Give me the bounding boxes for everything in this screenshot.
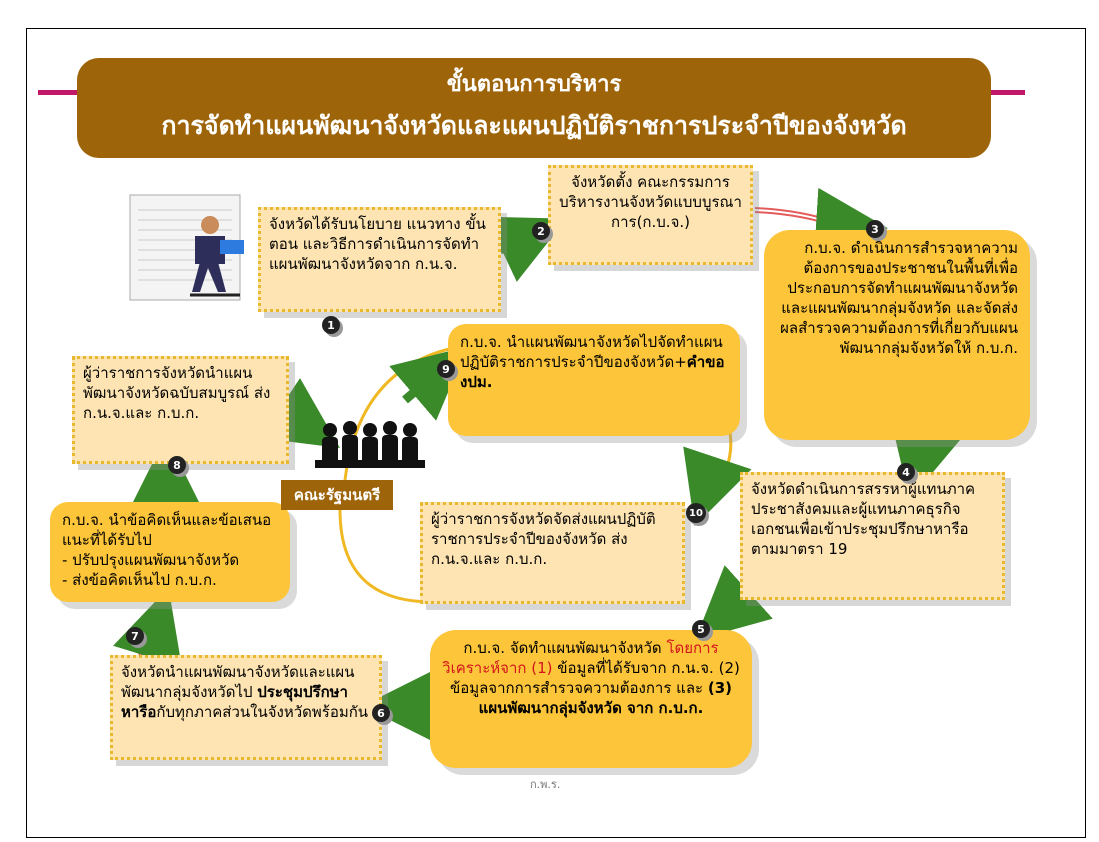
step-4-box: จังหวัดดำเนินการสรรหาผู้แทนภาคประชาสังคม… (740, 472, 1005, 600)
arrow-4-5 (695, 565, 773, 641)
step-1-badge: 1 (322, 316, 340, 334)
accent-line-right (985, 90, 1025, 95)
footer-label: ก.พ.ร. (530, 778, 561, 791)
step-10-badge: 10 (686, 503, 706, 523)
arrow-9-10 (683, 446, 752, 527)
step-8-box: ผู้ว่าราชการจังหวัดนำแผนพัฒนาจังหวัดฉบับ… (72, 356, 289, 464)
arrow-1-2 (486, 216, 567, 282)
step-4-text: จังหวัดดำเนินการสรรหาผู้แทนภาคประชาสังคม… (751, 480, 976, 558)
step-2-badge: 2 (532, 222, 550, 240)
step-7-line-1: ก.บ.จ. นำข้อคิดเห็นและข้อเสนอแนะที่ได้รั… (62, 511, 272, 549)
step-9-badge: 9 (437, 360, 455, 378)
slide-frame (26, 28, 1086, 838)
step-5-badge: 5 (692, 620, 710, 638)
step-8-badge: 8 (168, 456, 186, 474)
step-3-text: ก.บ.จ. ดำเนินการสำรวจหาความต้องการของประ… (780, 239, 1018, 357)
step-10-text: ผู้ว่าราชการจังหวัดจัดส่งแผนปฏิบัติราชกา… (431, 510, 656, 568)
arrow-3-4 (891, 421, 962, 501)
step-3-box: ก.บ.จ. ดำเนินการสำรวจหาความต้องการของประ… (764, 230, 1030, 440)
step-6-text-bold: ประชุมปรึกษาหารือ (121, 683, 348, 721)
step-5-text-pre: ก.บ.จ. จัดทำแผนพัฒนาจังหวัด (463, 639, 667, 657)
step-5-box: ก.บ.จ. จัดทำแผนพัฒนาจังหวัด โดยการวิเครา… (430, 630, 752, 768)
arrow-2-3 (813, 187, 888, 260)
step-1-text: จังหวัดได้รับนโยบาย แนวทาง ขั้นตอน และวิ… (269, 215, 486, 273)
step-6-text-pre: จังหวัดนำแผนพัฒนาจังหวัดและแผนพัฒนากลุ่ม… (121, 663, 355, 701)
step-6-badge: 6 (372, 704, 390, 722)
cabinet-label: คณะรัฐมนตรี (281, 480, 393, 510)
step-4-badge: 4 (897, 463, 915, 481)
person-at-desk-icon (129, 194, 244, 301)
step-9-box: ก.บ.จ. นำแผนพัฒนาจังหวัดไปจัดทำแผนปฏิบัต… (448, 324, 740, 436)
step-2-box: จังหวัดตั้ง คณะกรรมการบริหารงานจังหวัดแบ… (548, 165, 753, 265)
step-9-text-pre: ก.บ.จ. นำแผนพัฒนาจังหวัดไปจัดทำแผนปฏิบัต… (460, 333, 723, 371)
step-8-text: ผู้ว่าราชการจังหวัดนำแผนพัฒนาจังหวัดฉบับ… (83, 364, 271, 422)
title-line-2: การจัดทำแผนพัฒนาจังหวัดและแผนปฏิบัติราชก… (161, 111, 907, 140)
step-7-badge: 7 (126, 627, 144, 645)
step-7-line-3: - ส่งข้อคิดเห็นไป ก.บ.ก. (62, 571, 217, 589)
step-3-badge: 3 (866, 220, 884, 238)
step-6-text-post: กับทุกภาคส่วนในจังหวัดพร้อมกัน (156, 703, 369, 721)
step-1-box: จังหวัดได้รับนโยบาย แนวทาง ขั้นตอน และวิ… (258, 207, 501, 312)
step-5-text-bold: (3) แผนพัฒนากลุ่มจังหวัด จาก ก.บ.ก. (478, 679, 733, 717)
step-5-text-mid: ข้อมูลที่ได้รับจาก ก.น.จ. (2) ข้อมูลจากก… (449, 659, 740, 697)
step-10-box: ผู้ว่าราชการจังหวัดจัดส่งแผนปฏิบัติราชกา… (420, 502, 685, 604)
accent-line-left (38, 90, 83, 95)
step-7-line-2: - ปรับปรุงแผนพัฒนาจังหวัด (62, 551, 240, 569)
step-2-text: จังหวัดตั้ง คณะกรรมการบริหารงานจังหวัดแบ… (559, 173, 742, 231)
arrow-6-7 (113, 587, 182, 667)
step-5-text-red: โดยการวิเคราะห์จาก (1) (442, 639, 719, 677)
title-line-1: ขั้นตอนการบริหาร (446, 72, 622, 97)
step-6-box: จังหวัดนำแผนพัฒนาจังหวัดและแผนพัฒนากลุ่ม… (110, 655, 382, 760)
arrow-cabinet-9 (389, 346, 468, 421)
step-9-text-bold: คำขอ งปม. (460, 353, 725, 391)
cabinet-meeting-icon (315, 421, 425, 468)
step-7-box: ก.บ.จ. นำข้อคิดเห็นและข้อเสนอแนะที่ได้รั… (50, 502, 290, 602)
title-banner: ขั้นตอนการบริหาร การจัดทำแผนพัฒนาจังหวัด… (77, 58, 991, 158)
